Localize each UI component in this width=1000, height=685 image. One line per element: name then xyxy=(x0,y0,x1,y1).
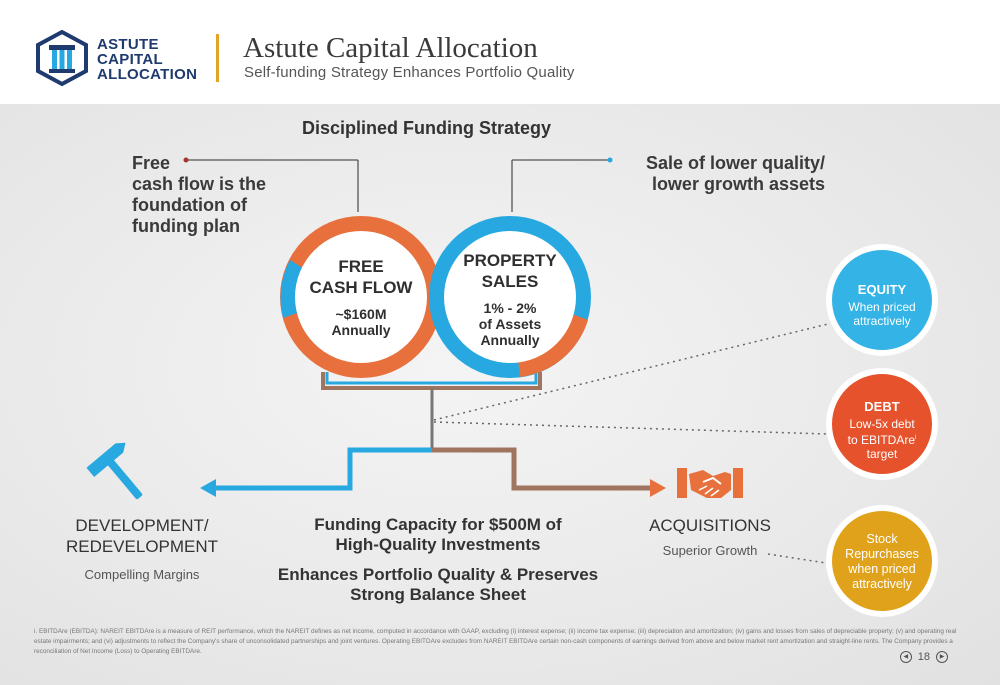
dotted-to-equity xyxy=(433,323,829,421)
section-title: Disciplined Funding Strategy xyxy=(302,118,552,138)
hammer-icon xyxy=(86,442,143,500)
arrow-head-left xyxy=(200,479,216,497)
development-block: DEVELOPMENT/REDEVELOPMENT Compelling Mar… xyxy=(65,516,219,582)
ps-ring-inner xyxy=(444,231,576,363)
equity-label: EQUITY When priced attractively xyxy=(848,282,916,329)
next-page-icon[interactable]: ▶ xyxy=(936,651,948,663)
ring-base-bracket-blue xyxy=(325,372,538,385)
stock-circle xyxy=(832,511,932,611)
header-divider xyxy=(216,34,219,82)
logo-wordmark: ASTUTE CAPITAL ALLOCATION xyxy=(97,36,198,83)
acquisitions-block: ACQUISITIONS Superior Growth xyxy=(649,516,771,558)
equity-circle xyxy=(832,250,932,350)
debt-label: DEBT Low-5x debt to EBITDArei target xyxy=(847,399,917,462)
enhances-text: Enhances Portfolio Quality & Preserves S… xyxy=(277,565,599,604)
pillar-logo-icon xyxy=(36,30,88,86)
funding-capacity-text: Funding Capacity for $500M of High-Quali… xyxy=(314,515,562,554)
dotted-to-stock xyxy=(767,553,827,564)
right-callout: Sale of lower quality/ lower growth asse… xyxy=(645,153,825,194)
arrow-head-right xyxy=(650,479,666,497)
dotted-to-debt xyxy=(433,421,829,435)
arrow-to-acquisitions xyxy=(432,447,650,491)
page-subtitle: Self-funding Strategy Enhances Portfolio… xyxy=(244,64,575,81)
prev-page-icon[interactable]: ◀ xyxy=(899,651,912,663)
handshake-icon xyxy=(677,468,743,498)
arrow-to-development xyxy=(216,447,432,491)
right-callout-dot xyxy=(607,157,613,163)
stock-label: Stock Repurchases when priced attractive… xyxy=(845,532,919,591)
slide-header: ASTUTE CAPITAL ALLOCATION Astute Capital… xyxy=(0,0,1000,104)
fcf-ring-inner xyxy=(295,231,427,363)
debt-circle xyxy=(832,374,932,474)
page-navigation: ◀ 18 ▶ xyxy=(899,651,948,663)
page-title: Astute Capital Allocation xyxy=(243,32,538,64)
page-number: 18 xyxy=(917,651,930,663)
left-callout: Free cash flow is the foundation of fund… xyxy=(132,153,267,236)
footnote: i. EBITDAre (EBITDA): NAREIT EBITDAre is… xyxy=(34,628,957,655)
left-callout-dot xyxy=(183,157,189,163)
